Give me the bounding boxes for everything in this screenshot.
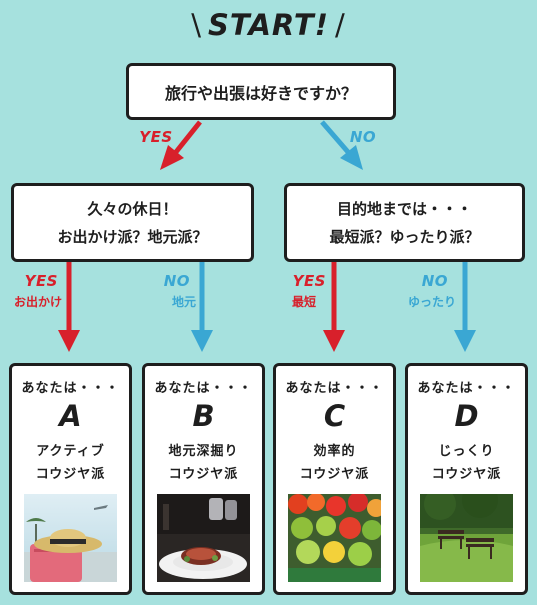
q2-no-sub: 地元: [171, 295, 196, 309]
result-d-line2: コウジヤ派: [431, 467, 502, 482]
question-3-line2: 最短派？ゆったり派？: [329, 227, 480, 246]
result-c-photo: [288, 494, 381, 582]
q1-yes-text: YES: [139, 128, 173, 146]
q2-no-text: NO: [163, 272, 190, 290]
arrow-q2-yes: [58, 262, 80, 352]
q2-no-label: NO 地元: [150, 272, 196, 310]
q3-no-label: NO ゆったり: [394, 272, 456, 310]
result-c-card: あなたは・・・ C 効率的 コウジヤ派: [273, 363, 396, 595]
result-d-letter: D: [454, 399, 479, 433]
result-b-card: あなたは・・・ B 地元深掘り コウジヤ派: [142, 363, 265, 595]
question-1-text: 旅行や出張は好きですか？: [164, 83, 357, 103]
result-a-prefix: あなたは・・・: [21, 381, 120, 396]
question-3-line1: 目的地までは・・・: [336, 199, 472, 218]
arrow-q1-no: [320, 120, 363, 170]
q3-yes-sub: 最短: [291, 295, 316, 309]
q3-no-sub: ゆったり: [407, 295, 456, 309]
result-c-prefix: あなたは・・・: [285, 381, 384, 396]
q3-yes-label: YES 最短: [286, 272, 326, 310]
start-slash-left: \: [191, 8, 203, 42]
question-2-line2: お出かけ派？地元派？: [57, 227, 208, 246]
start-slash-right: /: [334, 8, 346, 42]
result-b-line1: 地元深掘り: [168, 444, 239, 459]
question-2-box: 久々の休日！ お出かけ派？地元派？: [11, 183, 254, 262]
result-b-line2: コウジヤ派: [168, 467, 239, 482]
q2-yes-label: YES お出かけ: [0, 272, 62, 310]
question-1-box: 旅行や出張は好きですか？: [126, 63, 396, 120]
result-a-letter: A: [59, 399, 82, 433]
q1-yes-label: YES: [131, 128, 181, 146]
arrow-q1-yes: [160, 120, 202, 170]
q3-no-text: NO: [421, 272, 448, 290]
question-3-box: 目的地までは・・・ 最短派？ゆったり派？: [284, 183, 525, 262]
result-b-letter: B: [192, 399, 215, 433]
result-c-line1: 効率的: [313, 444, 356, 459]
result-a-line2: コウジヤ派: [35, 467, 106, 482]
q2-yes-text: YES: [24, 272, 58, 290]
arrow-q3-yes: [323, 262, 345, 352]
result-d-prefix: あなたは・・・: [417, 381, 516, 396]
question-2-line1: 久々の休日！: [87, 199, 178, 218]
result-c-letter: C: [323, 399, 346, 433]
start-title: \START!/: [0, 8, 537, 42]
q2-yes-sub: お出かけ: [13, 295, 62, 309]
result-d-card: あなたは・・・ D じっくり コウジヤ派: [405, 363, 528, 595]
result-a-photo: [24, 494, 117, 582]
start-label: START!: [208, 8, 329, 42]
result-d-line1: じっくり: [438, 444, 495, 459]
arrow-q3-no: [454, 262, 476, 352]
result-a-card: あなたは・・・ A アクティブ コウジヤ派: [9, 363, 132, 595]
result-a-line1: アクティブ: [36, 444, 105, 459]
result-c-line2: コウジヤ派: [299, 467, 370, 482]
result-b-photo: [157, 494, 250, 582]
arrow-q2-no: [191, 262, 213, 352]
result-d-photo: [420, 494, 513, 582]
result-b-prefix: あなたは・・・: [154, 381, 253, 396]
q1-no-label: NO: [343, 128, 383, 146]
q3-yes-text: YES: [292, 272, 326, 290]
q1-no-text: NO: [349, 128, 377, 146]
